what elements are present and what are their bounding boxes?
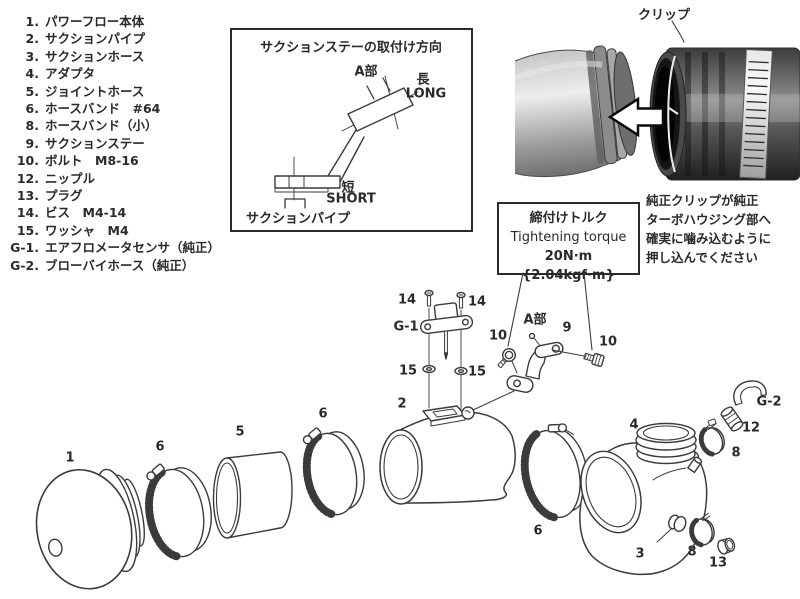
photo-right-pipe [649, 47, 800, 181]
callout-14: 14 [467, 294, 487, 310]
parts-list-item: 8.ホースバンド（小） [25, 118, 158, 134]
stay-box-label-long-en: LONG [405, 86, 447, 102]
installation-photo [501, 22, 800, 185]
note-text: 純正クリップが純正ターボハウジング部へ確実に噛み込むように押し込んでください [646, 191, 771, 267]
note-line: 確実に噛み込むように [646, 231, 772, 246]
parts-list-item: 14.ビス M4-14 [16, 205, 127, 221]
callout-10: 10 [488, 328, 508, 344]
parts-list-item: 1.パワーフロー本体 [25, 14, 145, 29]
suction-hose-drawing [579, 442, 708, 575]
parts-list-item: G-1.エアフロメータセンサ（純正） [10, 240, 221, 256]
callout-8: 8 [731, 445, 741, 461]
callout-14: 14 [397, 292, 417, 308]
parts-list-item: 9.サクションステー [25, 135, 145, 151]
stay-direction-box: サクションステーの取付け方向 A部 長 LONG 短 SHORT サクションパイ… [230, 28, 473, 232]
callout-5: 5 [235, 424, 245, 440]
photo-left-pipe [501, 45, 638, 178]
callout-10: 10 [598, 334, 618, 350]
hose-band-drawing-2 [302, 427, 365, 519]
callout-6: 6 [533, 523, 543, 539]
callout-13: 13 [708, 555, 728, 571]
parts-list-item: 2.サクションパイプ [25, 31, 146, 47]
parts-list-item: 3.サクションホース [25, 48, 145, 64]
screw-14-right [456, 291, 466, 309]
stay-box-title: サクションステーの取付け方向 [260, 40, 442, 56]
nipple-drawing [720, 406, 744, 432]
washer-15-right [454, 366, 468, 376]
washer-15-left [422, 364, 436, 374]
stay-direction-drawing [274, 75, 419, 209]
photo-clamp-band [739, 48, 773, 180]
sensor-screw-lines [428, 307, 462, 410]
callout-6: 6 [155, 439, 165, 455]
air-filter-drawing [35, 468, 145, 590]
clip-label: クリップ [638, 8, 691, 23]
hose-band-drawing-3 [520, 423, 589, 522]
callout-G-1: G-1 [393, 319, 419, 335]
callout-1: 1 [65, 450, 75, 466]
bottom-port-drawing [668, 514, 687, 532]
parts-list-item: 5.ジョイントホース [25, 83, 145, 99]
stay-box-label-short-jp: 短 [341, 180, 355, 196]
note-line: ターボハウジング部へ [646, 212, 772, 227]
callout-3: 3 [635, 546, 645, 562]
callout-A部: A部 [523, 312, 547, 328]
callout-9: 9 [562, 320, 572, 336]
insert-arrow-icon [607, 96, 665, 138]
callout-2: 2 [397, 396, 407, 412]
suction-pipe-drawing [379, 405, 516, 505]
parts-list-item: 10.ボルト M8-16 [16, 153, 139, 169]
adapter-drawing [635, 422, 697, 465]
airflow-sensor-drawing [419, 302, 474, 360]
torque-title-en: Tightening torque [510, 230, 627, 245]
plug-drawing [717, 537, 736, 555]
callout-G-2: G-2 [756, 394, 782, 410]
parts-list-item: 13.プラグ [16, 188, 83, 204]
parts-list-item: 4.アダプタ [25, 66, 96, 82]
callout-6: 6 [318, 406, 328, 422]
bolt-10-right [551, 349, 605, 368]
bolt-10-left [497, 347, 518, 374]
stay-box-label-a: A部 [354, 64, 378, 80]
screw-14-left [424, 289, 434, 307]
callout-15: 15 [398, 363, 418, 379]
stay-box-label-short-en: SHORT [326, 191, 376, 207]
torque-title-jp: 締付けトルク [529, 211, 608, 226]
stay-box-label-pipe: サクションパイプ [245, 211, 351, 227]
stay-box-label-long-jp: 長 [416, 72, 430, 88]
torque-value: 20N·m {2.04kgf·m} [522, 249, 615, 283]
note-line: 押し込んでください [646, 250, 758, 265]
joint-hose-drawing [212, 451, 293, 539]
clip-wire [667, 55, 676, 173]
callout-4: 4 [629, 417, 639, 433]
parts-list-item: 12.ニップル [16, 170, 96, 186]
hose-band-small-top [698, 418, 725, 457]
parts-list-item: 15.ワッシャ M4 [16, 222, 129, 238]
suction-stay-drawing [506, 332, 564, 393]
blowby-hose-drawing [733, 380, 767, 406]
hose-band-small-bottom [689, 512, 715, 548]
parts-list-item: G-2.ブローバイホース（純正） [10, 257, 195, 273]
torque-spec-box: 締付けトルク Tightening torque 20N·m {2.04kgf·… [497, 202, 640, 283]
callout-8: 8 [687, 544, 697, 560]
top-port-drawing [687, 456, 703, 474]
callout-12: 12 [741, 420, 761, 436]
callout-15: 15 [467, 364, 487, 380]
hose-band-drawing-1 [145, 463, 212, 561]
parts-list-item: 6.ホースバンド #64 [25, 101, 161, 117]
note-line: 純正クリップが純正 [646, 193, 759, 208]
